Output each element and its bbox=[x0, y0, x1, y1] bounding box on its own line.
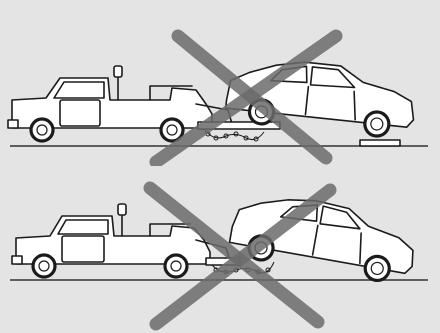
tow-truck-beacon bbox=[118, 204, 126, 215]
panel-bottom-front-lift bbox=[0, 166, 440, 332]
tow-truck bbox=[12, 204, 230, 277]
tow-truck-window bbox=[58, 220, 108, 234]
panel-bottom-svg bbox=[0, 166, 440, 332]
tow-truck-door bbox=[62, 236, 104, 262]
panel-top-svg bbox=[0, 0, 440, 166]
wheel-dolly bbox=[360, 140, 400, 146]
tow-truck-door bbox=[60, 100, 100, 126]
tow-truck-bumper bbox=[12, 256, 22, 264]
tow-truck-beacon bbox=[114, 66, 122, 77]
panel-top-rear-lift bbox=[0, 0, 440, 166]
tow-truck-bumper bbox=[8, 120, 18, 128]
